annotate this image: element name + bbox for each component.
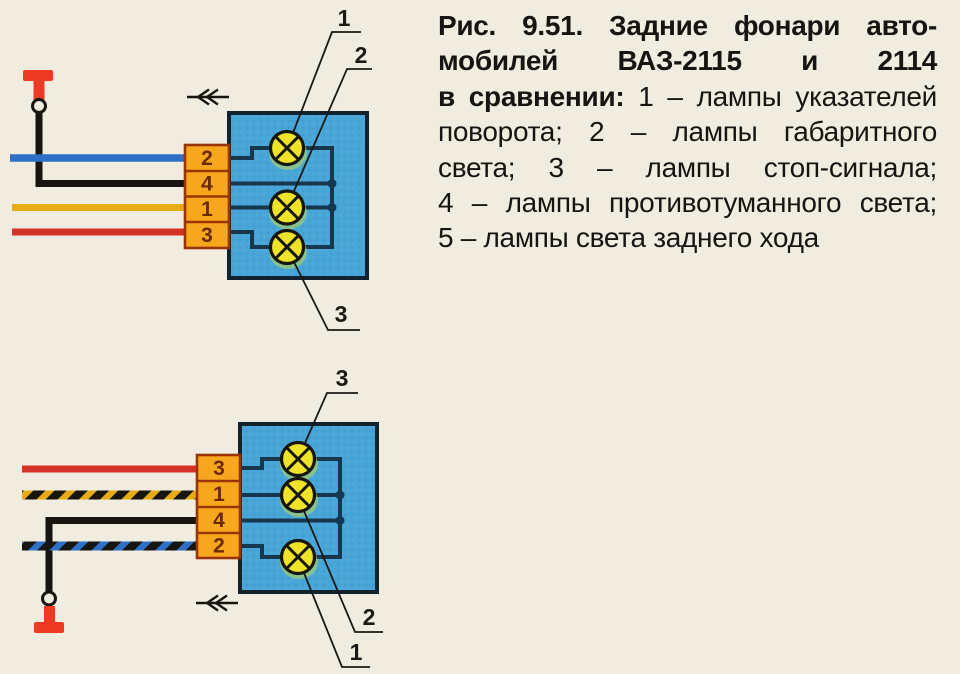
callout: 3 xyxy=(304,365,358,444)
lamp-cross xyxy=(274,234,300,260)
wire-black xyxy=(45,517,198,592)
lamp-icon xyxy=(279,538,318,579)
ground-terminal xyxy=(31,98,47,114)
lamp-icon xyxy=(268,228,307,269)
callout: 2 xyxy=(293,42,372,192)
double-chevron-arrow-icon xyxy=(196,594,238,612)
double-chevron-arrow-icon xyxy=(187,88,229,106)
ground-stem xyxy=(44,606,55,623)
caption-text: 1 – лампы указателей xyxy=(624,80,938,112)
callout: 1 xyxy=(292,5,361,134)
caption-line: 5 – лампы света заднего хода xyxy=(438,220,937,255)
lamp-cross xyxy=(285,482,311,508)
connector-block: 3 1 4 2 xyxy=(195,453,242,560)
callout-label: 2 xyxy=(355,42,368,68)
caption-line: поворота; 2 – лампы габаритного xyxy=(438,114,937,149)
ground-bar xyxy=(34,622,64,633)
caption-line: Рис. 9.51. Задние фонари авто- xyxy=(438,8,937,43)
caption-bold-text: мобилей ВАЗ-2115 и 2114 xyxy=(438,45,937,77)
diagram-top: 2 4 1 3 1 2 3 xyxy=(10,5,372,331)
ground-icon xyxy=(23,70,53,114)
figure-caption: Рис. 9.51. Задние фонари авто- мобилей В… xyxy=(438,8,937,256)
connector-pin-label: 3 xyxy=(201,224,213,247)
lamp-cross xyxy=(274,194,300,221)
lamp-cross xyxy=(285,544,311,570)
lamp-cross xyxy=(274,135,300,161)
junction-dot xyxy=(335,516,345,525)
ground-bar xyxy=(23,70,53,81)
callout-label: 1 xyxy=(350,639,363,665)
connector-pin-label: 3 xyxy=(213,457,225,480)
connector-pin-label: 1 xyxy=(213,483,225,506)
ground-icon xyxy=(34,590,64,633)
caption-line: в сравнении: 1 – лампы указателей xyxy=(438,79,937,114)
diagram-bottom: 3 1 4 2 3 2 1 xyxy=(22,365,383,668)
internal-wiring xyxy=(240,457,345,559)
connector-pin-label: 2 xyxy=(201,147,213,170)
callout: 1 xyxy=(303,572,370,668)
callout-label: 3 xyxy=(335,301,348,327)
connector-pin-label: 4 xyxy=(213,509,225,532)
wire-black-yellow xyxy=(22,490,198,500)
lamp-cross xyxy=(285,446,311,472)
caption-text: света; 3 – лампы стоп-сигнала; xyxy=(438,151,937,183)
connector-pin-label: 2 xyxy=(213,535,225,558)
junction-dot xyxy=(327,203,337,212)
caption-line: мобилей ВАЗ-2115 и 2114 xyxy=(438,43,937,78)
lamp-icon xyxy=(268,129,307,170)
wire-black xyxy=(35,113,186,187)
lamp-icon xyxy=(268,189,307,230)
callout-label: 2 xyxy=(363,604,376,630)
internal-wiring xyxy=(229,146,337,249)
callout-label: 1 xyxy=(338,5,351,31)
wire-black-blue xyxy=(22,541,198,551)
callout-label: 3 xyxy=(336,365,349,391)
ground-stem xyxy=(33,79,45,100)
junction-dot xyxy=(335,490,345,500)
lamp-icon xyxy=(279,476,318,517)
caption-line: света; 3 – лампы стоп-сигнала; xyxy=(438,150,937,185)
callout: 2 xyxy=(303,510,383,633)
ground-terminal xyxy=(41,590,57,607)
caption-line: 4 – лампы противотуманного света; xyxy=(438,185,937,220)
connector-pin-label: 1 xyxy=(201,198,213,221)
connector-block: 2 4 1 3 xyxy=(183,143,231,250)
caption-bold-text: в сравнении: xyxy=(438,80,625,112)
caption-text: 5 – лампы света заднего хода xyxy=(438,222,819,254)
caption-bold-text: Рис. 9.51. Задние фонари авто- xyxy=(438,10,937,41)
lamp-icon xyxy=(279,440,318,481)
caption-text: 4 – лампы противотуманного света; xyxy=(438,187,937,219)
callout: 3 xyxy=(293,261,360,331)
caption-text: поворота; 2 – лампы габаритного xyxy=(438,116,937,148)
junction-dot xyxy=(327,179,337,188)
connector-pin-label: 4 xyxy=(201,173,213,196)
